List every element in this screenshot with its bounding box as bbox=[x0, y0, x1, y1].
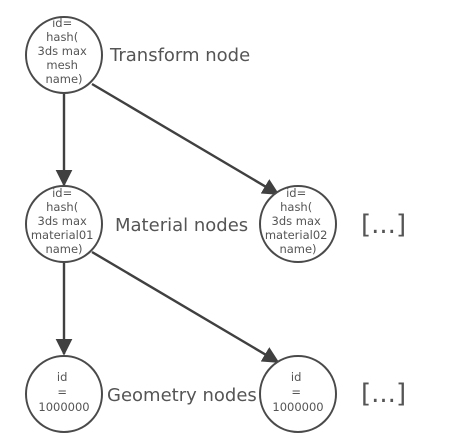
material02-node: id= hash( 3ds max material02 name) bbox=[259, 185, 337, 263]
geometry-nodes-label: Geometry nodes bbox=[107, 385, 257, 406]
geometry-node-2-text: id = 1000000 bbox=[272, 370, 323, 414]
material-nodes-label: Material nodes bbox=[115, 215, 248, 236]
material01-node-text: id= hash( 3ds max material01 name) bbox=[31, 186, 97, 256]
geometry-node-1-text: id = 1000000 bbox=[38, 370, 89, 414]
transform-node: id= hash( 3ds max mesh name) bbox=[25, 16, 103, 94]
transform-node-text: id= hash( 3ds max mesh name) bbox=[38, 16, 91, 86]
transform-node-label: Transform node bbox=[109, 45, 250, 66]
material-row-ellipsis: [...] bbox=[361, 210, 406, 240]
geometry-node-2: id = 1000000 bbox=[259, 355, 337, 433]
edge-transform-to-material02 bbox=[91, 82, 280, 196]
geometry-node-1: id = 1000000 bbox=[25, 355, 103, 433]
material02-node-text: id= hash( 3ds max material02 name) bbox=[265, 186, 331, 256]
material01-node: id= hash( 3ds max material01 name) bbox=[25, 185, 103, 263]
edge-material01-to-geometry2 bbox=[91, 250, 280, 364]
geometry-row-ellipsis: [...] bbox=[361, 379, 406, 409]
